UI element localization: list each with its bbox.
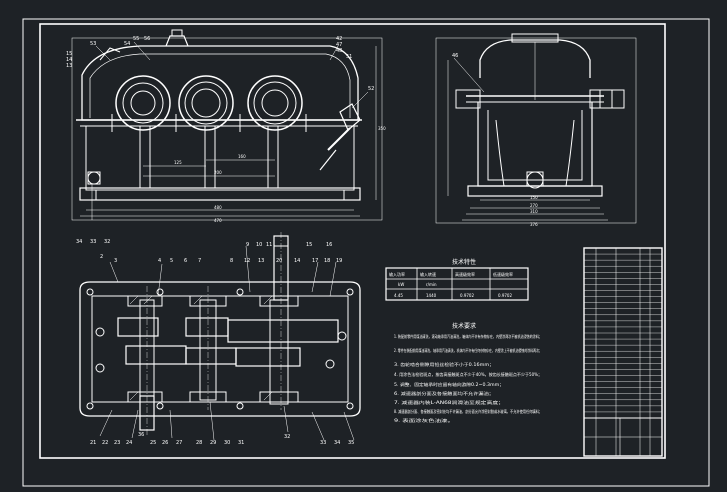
front-base-width: 470 <box>214 218 222 223</box>
top-part-number: 12 <box>244 258 250 264</box>
tech-requirement-line: 1. 装配前零件用煤油清洗，滚动轴承用汽油清洗，箱体内不许有杂物存在，内壁涂两次… <box>394 333 542 339</box>
top-part-number: 36 <box>138 432 144 438</box>
top-part-number: 13 <box>258 258 264 264</box>
top-part-number: 7 <box>198 258 201 264</box>
front-part-number: 52 <box>368 86 374 92</box>
spec-header: 高速级效率 <box>455 271 475 277</box>
top-part-number: 28 <box>196 440 202 446</box>
top-part-number: 18 <box>324 258 330 264</box>
tech-requirement-line: 4. 用涂色法检验斑点，按齿高接触斑点不少于40%，按齿长接触斑点不少于50%； <box>394 371 542 377</box>
top-part-number: 16 <box>326 242 332 248</box>
top-part-number: 4 <box>158 258 161 264</box>
spec-value: 0.9702 <box>460 293 474 298</box>
front-part-number: 51 <box>346 54 352 60</box>
top-part-number: 9 <box>246 242 249 248</box>
top-part-number: 35 <box>348 440 354 446</box>
tech-requirement-line: 5. 调整、固定轴承时应留有轴向游隙0.2~0.3mm； <box>394 381 504 387</box>
front-part-number: 42 <box>336 36 342 42</box>
top-view-labels: 2 3 4 5 6 7 8 9 10 11 12 13 14 15 16 17 … <box>76 239 354 446</box>
front-part-number: 15 <box>66 51 72 57</box>
top-part-number: 32 <box>284 434 290 440</box>
top-part-number: 20 <box>276 258 282 264</box>
front-dimension-label: 125 <box>174 160 182 165</box>
spec-header: 低速级效率 <box>493 271 513 277</box>
front-part-number: 56 <box>144 36 150 42</box>
top-part-number: 21 <box>90 440 96 446</box>
top-part-number: 32 <box>104 239 110 245</box>
tech-requirements: 技术要求 1. 装配前零件用煤油清洗，滚动轴承用汽油清洗，箱体内不许有杂物存在，… <box>394 322 542 423</box>
spec-header: 输入转速 <box>420 271 436 277</box>
front-view <box>71 29 383 221</box>
side-view-labels: 46 150 270 310 376 <box>452 53 538 227</box>
sheet-outer-border <box>22 18 710 487</box>
tech-requirement-line: 9. 表面涂灰色油漆。 <box>394 417 454 423</box>
top-part-number: 17 <box>312 258 318 264</box>
spec-value: 4.45 <box>394 293 403 298</box>
top-part-number: 3 <box>114 258 117 264</box>
tech-requirement-line: 3. 齿轮啮合侧隙用铅丝检验不小于0.16mm； <box>394 361 494 367</box>
spec-header: 输入功率 <box>389 271 405 277</box>
front-overall-width: 480 <box>214 205 222 210</box>
front-dimension-label: 200 <box>214 170 222 175</box>
tech-requirement-line: 6. 减速器剖分面及各接触面均不允许漏油； <box>394 390 494 396</box>
top-part-number: 34 <box>334 440 340 446</box>
front-part-number: 54 <box>124 41 130 47</box>
spec-value: 0.9702 <box>498 293 512 298</box>
top-part-number: 26 <box>162 440 168 446</box>
side-part-number: 46 <box>452 53 458 59</box>
side-dimension-label: 376 <box>530 222 538 227</box>
top-part-number: 11 <box>266 242 272 248</box>
top-part-number: 30 <box>224 440 230 446</box>
top-part-number: 34 <box>76 239 82 245</box>
top-part-number: 29 <box>210 440 216 446</box>
front-part-number: 55 <box>133 36 139 42</box>
spec-value: 1440 <box>426 293 437 298</box>
top-part-number: 22 <box>102 440 108 446</box>
front-part-number: 47 <box>336 42 342 48</box>
side-view <box>435 33 637 224</box>
top-part-number: 33 <box>320 440 326 446</box>
top-part-number: 24 <box>126 440 132 446</box>
top-part-number: 10 <box>256 242 262 248</box>
top-part-number: 19 <box>336 258 342 264</box>
top-part-number: 5 <box>170 258 173 264</box>
top-part-number: 14 <box>294 258 300 264</box>
top-part-number: 8 <box>230 258 233 264</box>
top-part-number: 25 <box>150 440 156 446</box>
title-block <box>583 247 663 457</box>
sheet-inner-border <box>39 23 666 459</box>
title-block-rows <box>584 253 662 413</box>
front-part-number: 14 <box>66 57 72 63</box>
top-part-number: 2 <box>100 254 103 260</box>
spec-unit: kW <box>398 282 404 287</box>
front-part-number: 13 <box>66 63 72 69</box>
tech-requirement-line: 7. 减速器内装L-AN68润滑油至规定高度； <box>394 399 504 405</box>
side-dimension-label: 310 <box>530 209 538 214</box>
tech-requirements-title: 技术要求 <box>452 322 476 330</box>
tech-requirement-line: 8. 减速器剖分面、各接触面及密封处均不许漏油，剖分面允许涂密封胶或水玻璃，不允… <box>394 408 542 414</box>
top-part-number: 6 <box>184 258 187 264</box>
front-dimension-label: 160 <box>238 154 246 159</box>
tech-requirement-line: 2. 零件在装配前用煤油清洗，轴承用汽油清洗，机体内不许有任何杂物存在，内壁涂上… <box>394 347 542 353</box>
spec-table: 技术特性 输入功率 输入转速 高速级效率 低速级效率 kW r/min 4.45… <box>385 258 529 301</box>
top-view <box>79 232 361 441</box>
top-part-number: 31 <box>238 440 244 446</box>
side-dimension-label: 150 <box>530 195 538 200</box>
front-part-number: 53 <box>90 41 96 47</box>
front-part-number: 48 <box>336 48 342 54</box>
top-part-number: 33 <box>90 239 96 245</box>
front-view-labels: 15 14 13 53 54 55 56 42 47 48 51 52 125 … <box>66 36 386 223</box>
side-dimension-label: 270 <box>530 203 538 208</box>
top-part-number: 15 <box>306 242 312 248</box>
top-part-number: 27 <box>176 440 182 446</box>
front-dimension-label: 350 <box>378 126 386 131</box>
spec-unit: r/min <box>426 282 437 287</box>
spec-table-title: 技术特性 <box>452 258 476 266</box>
top-part-number: 23 <box>114 440 120 446</box>
